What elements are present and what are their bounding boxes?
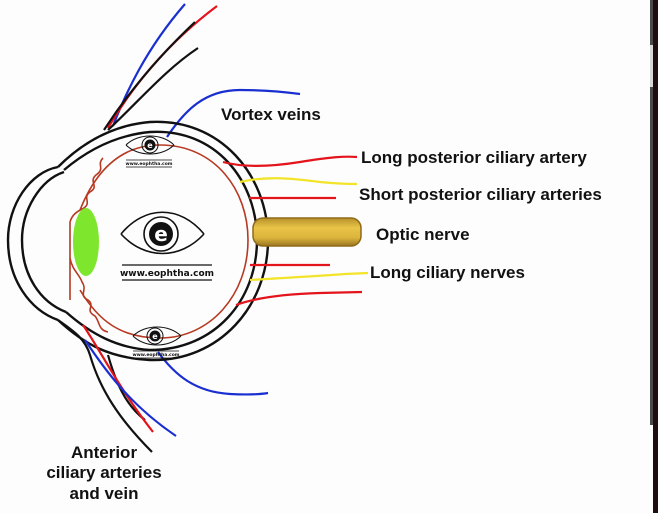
label-optic-nerve: Optic nerve bbox=[376, 225, 470, 244]
anterior-artery-bottom bbox=[82, 324, 154, 433]
label-anterior-line2: ciliary arteries bbox=[46, 463, 161, 482]
label-vortex-veins: Vortex veins bbox=[221, 105, 321, 124]
label-anterior-line1: Anterior bbox=[71, 443, 138, 462]
anterior-black-2-top bbox=[107, 47, 199, 131]
eyeball-outline bbox=[6, 120, 270, 362]
cornea-outer bbox=[6, 165, 59, 322]
watermark-small-bottom: e www.eophtha.com bbox=[132, 326, 182, 359]
watermark-small-top: e www.eophtha.com bbox=[125, 135, 175, 168]
watermark-center: e www.eophtha.com bbox=[120, 211, 214, 281]
anterior-vein-bottom bbox=[84, 339, 177, 437]
long-ciliary-nerve-line bbox=[249, 271, 369, 282]
watermark-url-center: www.eophtha.com bbox=[120, 269, 214, 279]
short-posterior-ciliary-artery-yellow bbox=[239, 177, 358, 186]
vortex-vein-top bbox=[166, 88, 301, 138]
anterior-black-inner-bottom bbox=[106, 354, 146, 421]
anterior-artery-top bbox=[107, 5, 218, 129]
watermark-letter-small-top: e bbox=[147, 141, 153, 150]
watermark-url-small-top: www.eophtha.com bbox=[125, 161, 172, 167]
label-anterior-line3: and vein bbox=[70, 484, 139, 503]
scrollbar-track[interactable] bbox=[650, 0, 653, 513]
anterior-black-outer-bottom bbox=[57, 319, 153, 453]
long-posterior-ciliary-artery-lower bbox=[235, 290, 363, 307]
label-short-posterior-ciliary-arteries: Short posterior ciliary arteries bbox=[359, 185, 602, 204]
anterior-vein-top bbox=[111, 3, 186, 127]
label-long-posterior-ciliary-artery: Long posterior ciliary artery bbox=[361, 148, 587, 167]
cornea-inner bbox=[20, 170, 67, 314]
anterior-black-1-top bbox=[103, 21, 196, 131]
long-posterior-ciliary-artery-line bbox=[222, 155, 358, 167]
posterior-vessels bbox=[222, 155, 369, 307]
label-long-ciliary-nerves: Long ciliary nerves bbox=[370, 263, 525, 282]
scrollbar-track-end bbox=[650, 425, 653, 513]
anterior-vessels-top bbox=[103, 3, 218, 131]
optic-nerve bbox=[252, 217, 362, 247]
ciliary-body-top bbox=[69, 157, 104, 223]
ciliary-body-bottom bbox=[69, 257, 109, 333]
watermark-url-small-bottom: www.eophtha.com bbox=[132, 352, 179, 358]
vortex-vein-bottom bbox=[157, 351, 269, 396]
scrollbar-thumb[interactable] bbox=[650, 45, 653, 87]
anterior-vessels-bottom bbox=[57, 319, 177, 453]
lens bbox=[73, 208, 99, 276]
watermark-letter-small-bottom: e bbox=[152, 332, 158, 341]
watermark-letter-center: e bbox=[154, 222, 168, 246]
window-edge bbox=[653, 0, 658, 513]
